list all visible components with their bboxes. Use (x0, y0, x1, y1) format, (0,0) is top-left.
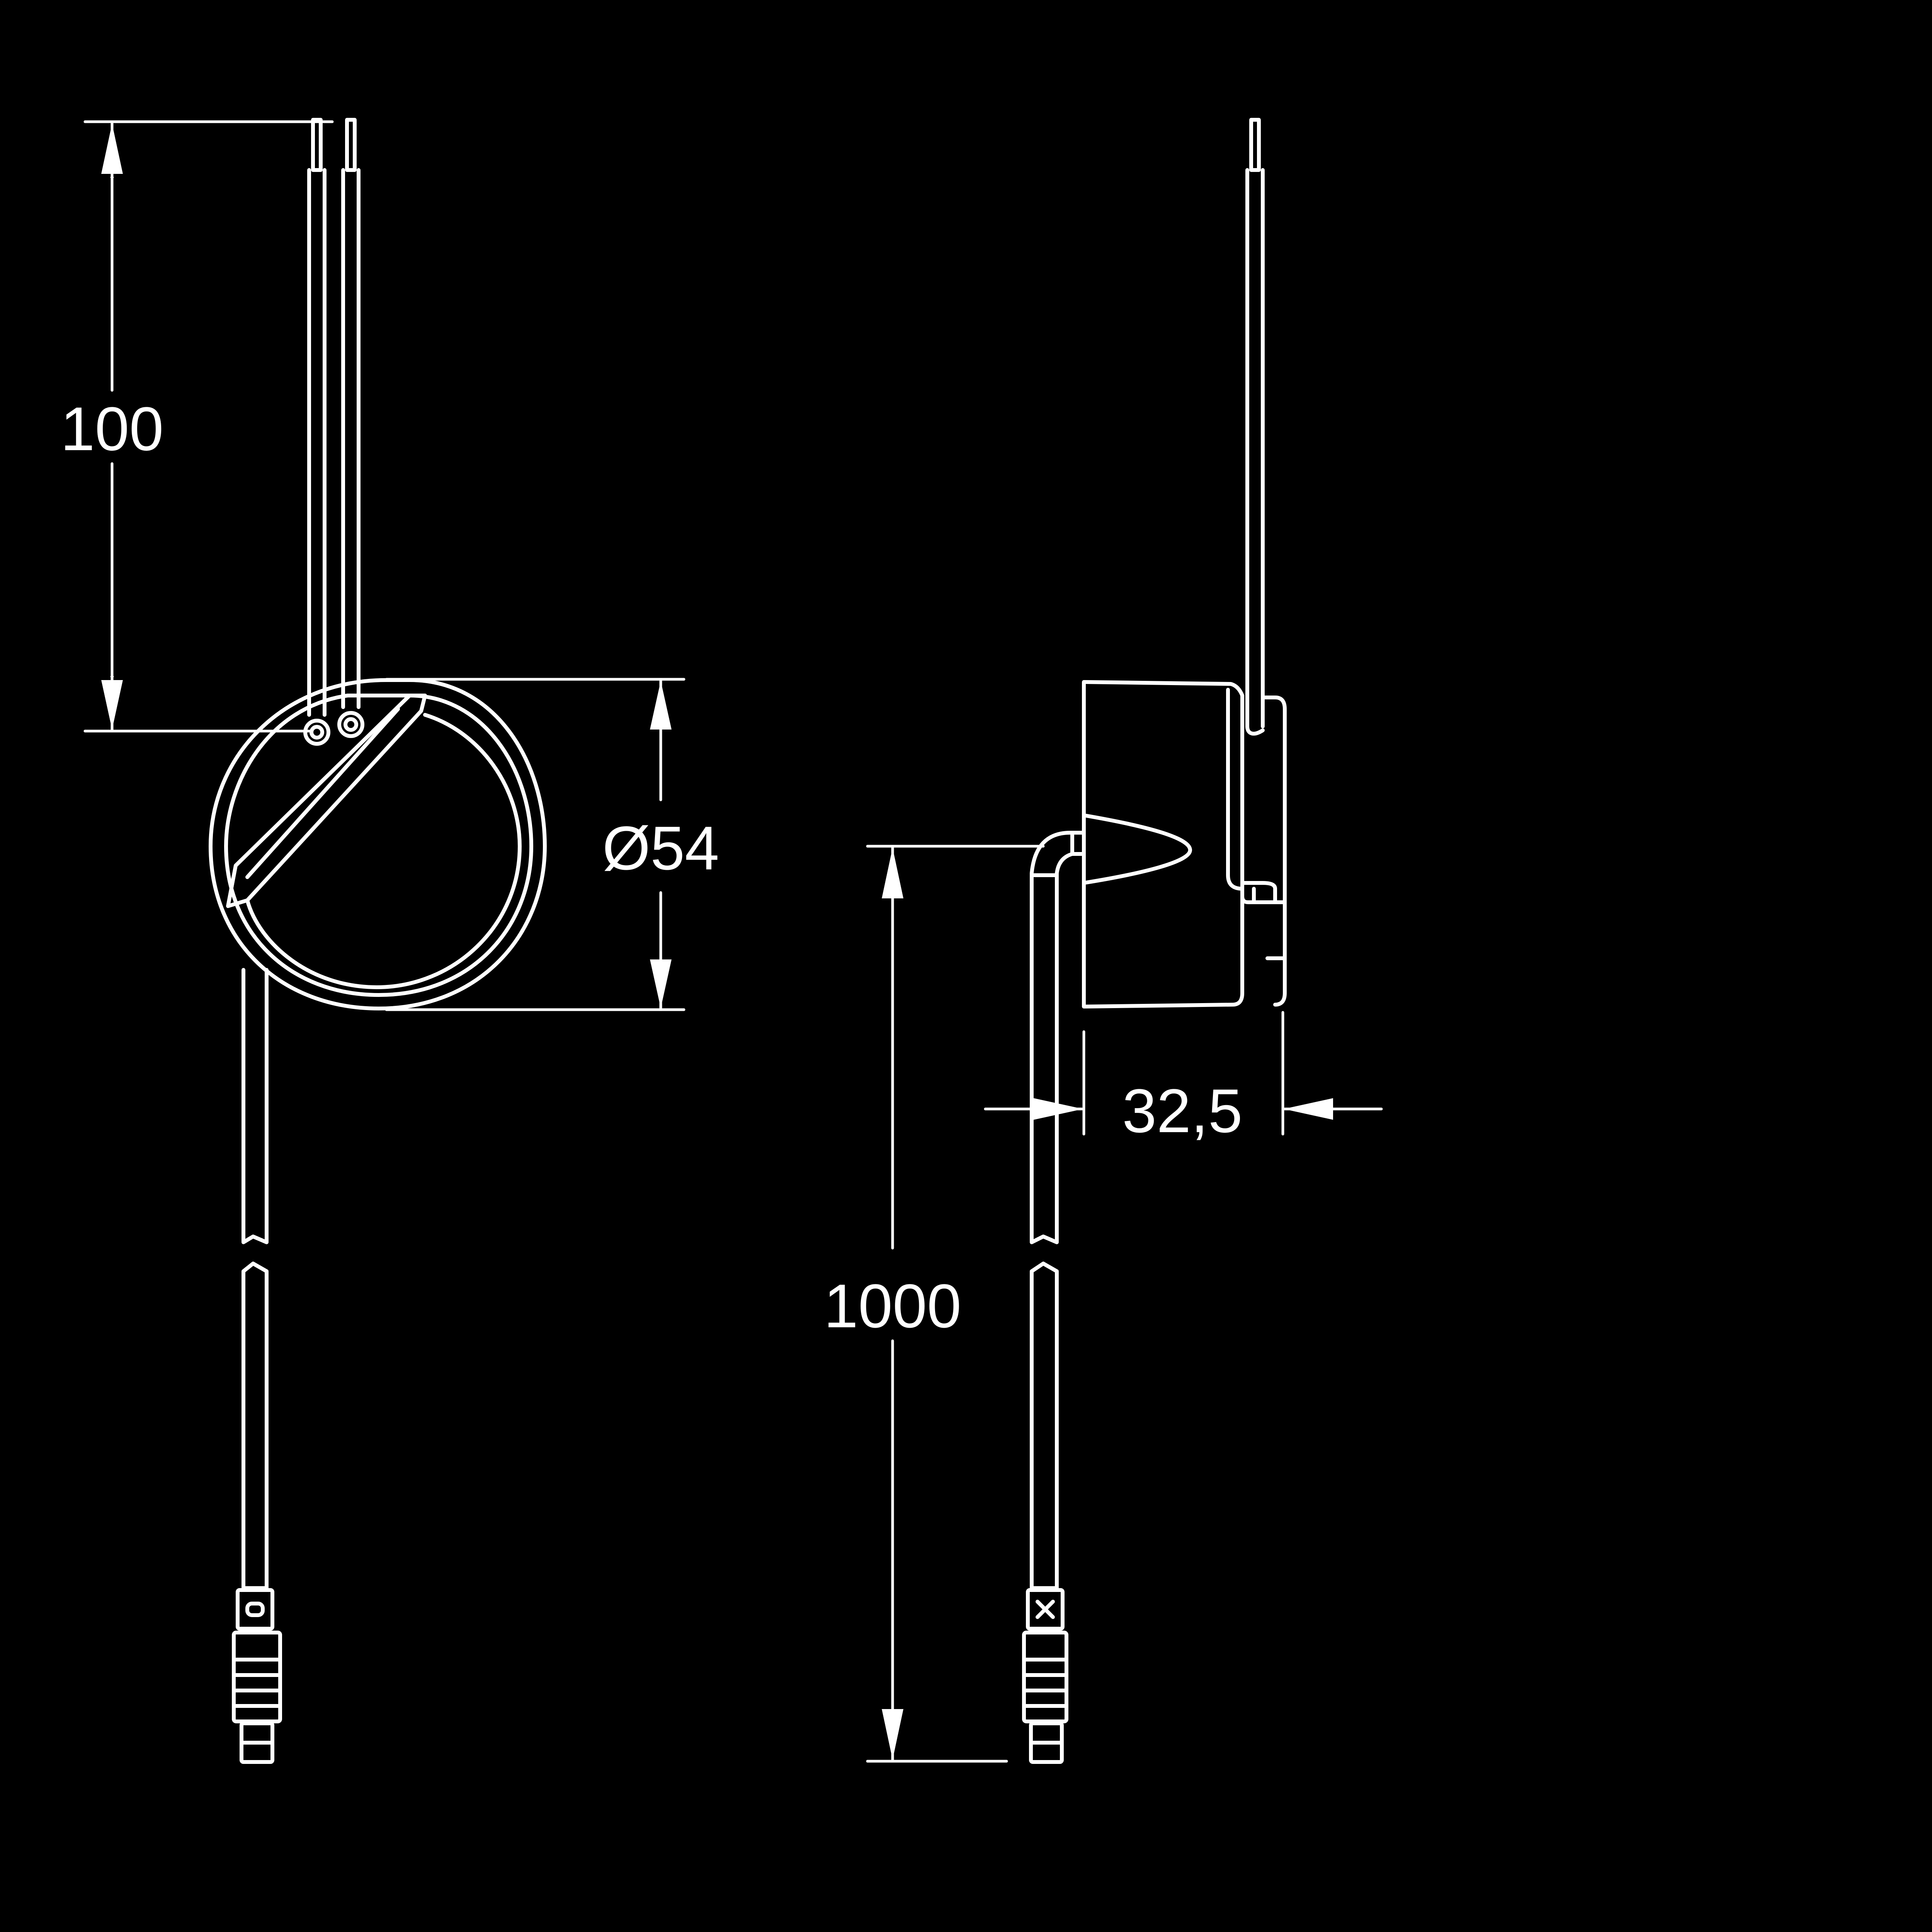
dim-diameter (385, 678, 685, 1011)
front-top-wires (303, 118, 364, 746)
side-connector (1022, 1588, 1068, 1764)
front-cable (242, 968, 269, 1590)
dimension-lines (83, 120, 1383, 1763)
dim-depth-label: 32,5 (1122, 1076, 1242, 1145)
side-top-wire (1245, 118, 1265, 736)
side-view (1022, 118, 1287, 1764)
side-cable (1030, 831, 1086, 1590)
dim-1000-label: 1000 (824, 1271, 961, 1340)
dim-100-label: 100 (61, 394, 164, 463)
dim-1000 (866, 845, 1045, 1763)
dim-100 (83, 120, 334, 733)
side-housing (1082, 680, 1287, 1009)
front-housing (209, 678, 547, 1010)
front-view (209, 118, 547, 1764)
front-connector (232, 1588, 282, 1764)
dim-diameter-label: Ø54 (602, 813, 719, 883)
dim-depth (984, 1011, 1383, 1136)
